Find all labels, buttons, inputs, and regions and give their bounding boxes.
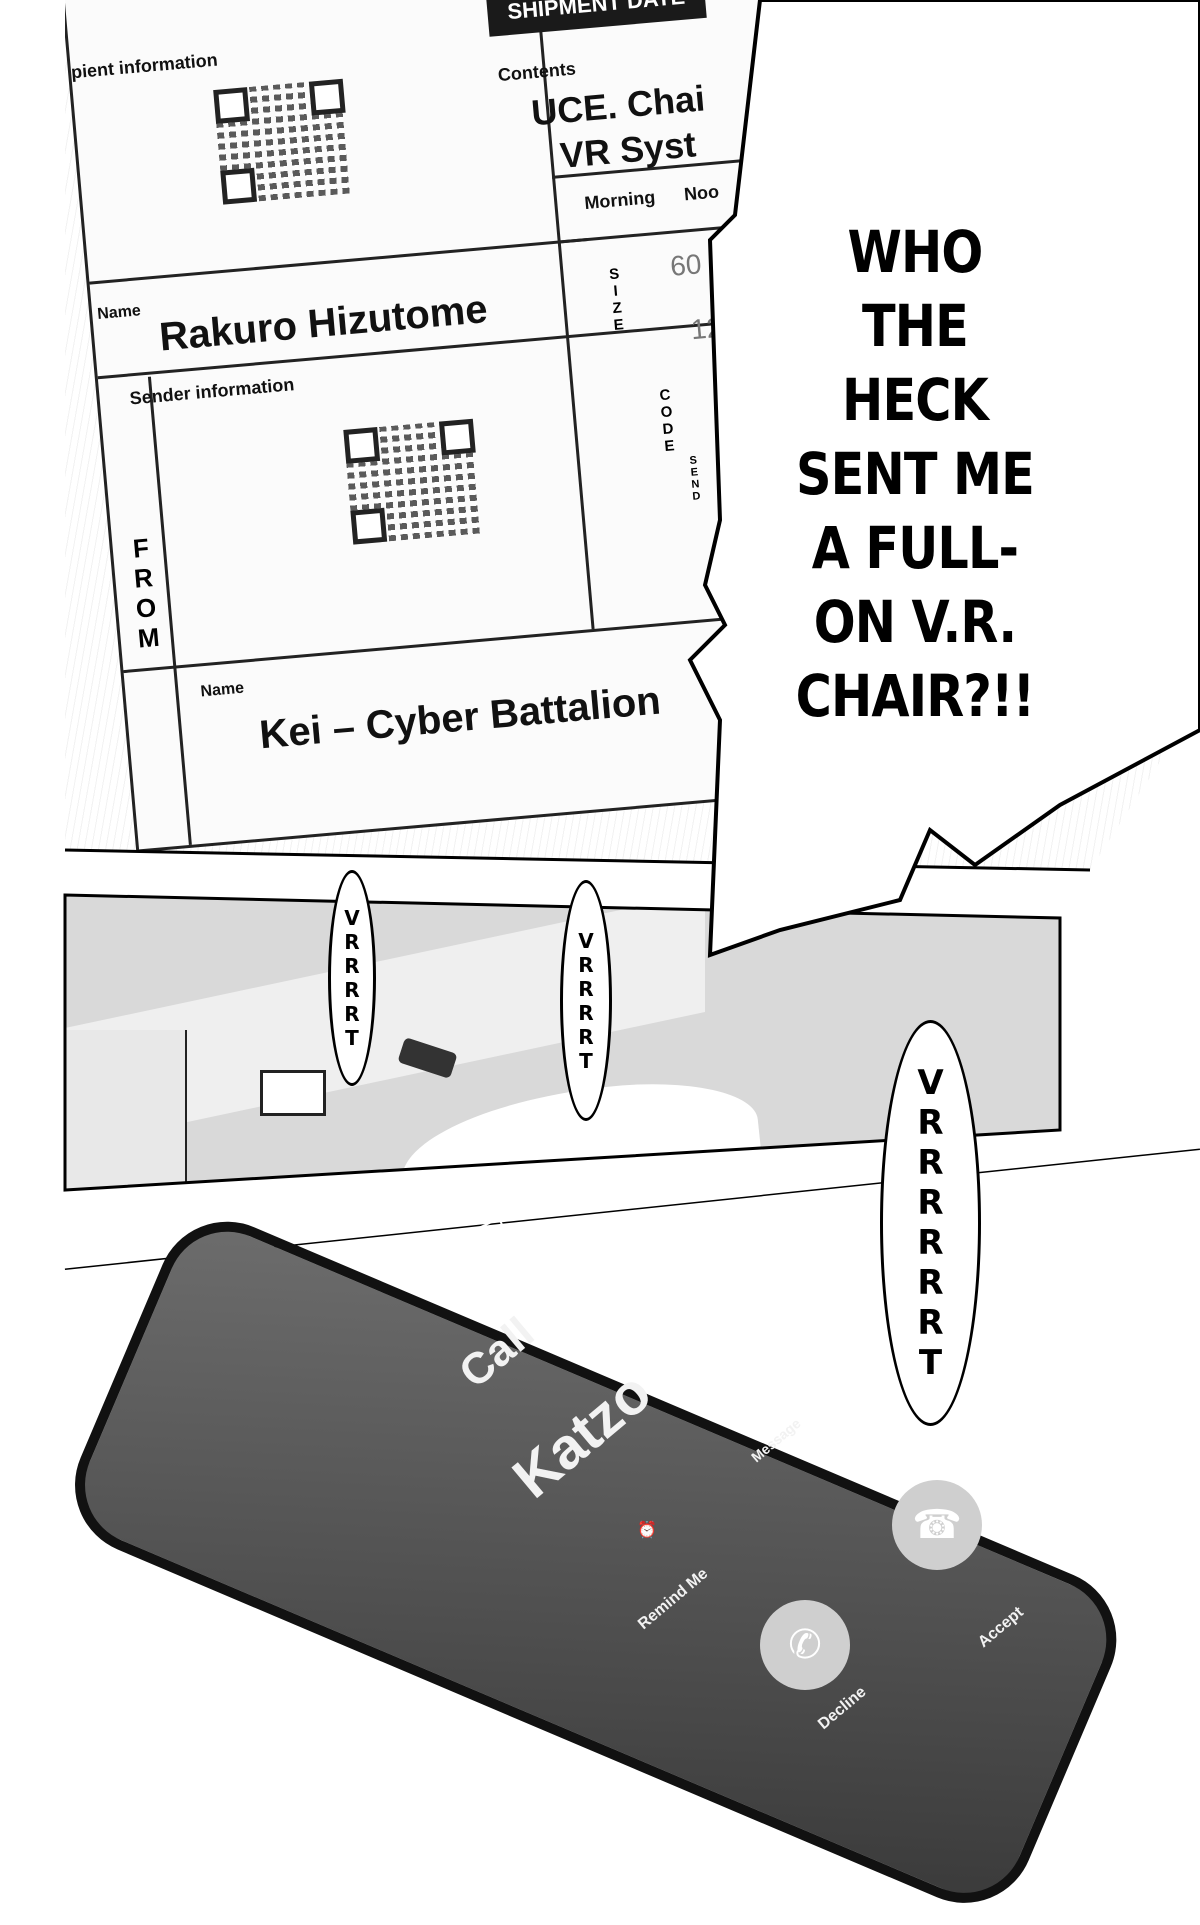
sfx-vibrate-2: VRRRRT <box>560 880 612 1121</box>
sfx-vibrate-big: VRRRRRRT <box>880 1020 981 1426</box>
sfx-text: VRRRRT <box>574 928 598 1073</box>
decline-phone-icon: ✆ <box>788 1623 822 1667</box>
sfx-text: VRRRRT <box>340 906 364 1050</box>
sfx-text: VRRRRRRT <box>910 1063 951 1383</box>
decline-button[interactable]: ✆ <box>760 1600 850 1690</box>
digital-clock <box>260 1070 326 1116</box>
speech-bubble-shape <box>687 0 1200 958</box>
message-icon[interactable] <box>832 1416 846 1430</box>
sfx-vibrate-1: VRRRRT <box>328 870 376 1086</box>
accept-button[interactable]: ☎ <box>892 1480 982 1570</box>
drawers <box>65 1030 187 1190</box>
speech-bubble-text: WHO THE HECK SENT ME A FULL-ON V.R. CHAI… <box>795 218 1036 730</box>
alarm-icon: ⏰ <box>637 1522 657 1539</box>
accept-phone-icon: ☎ <box>912 1503 962 1547</box>
